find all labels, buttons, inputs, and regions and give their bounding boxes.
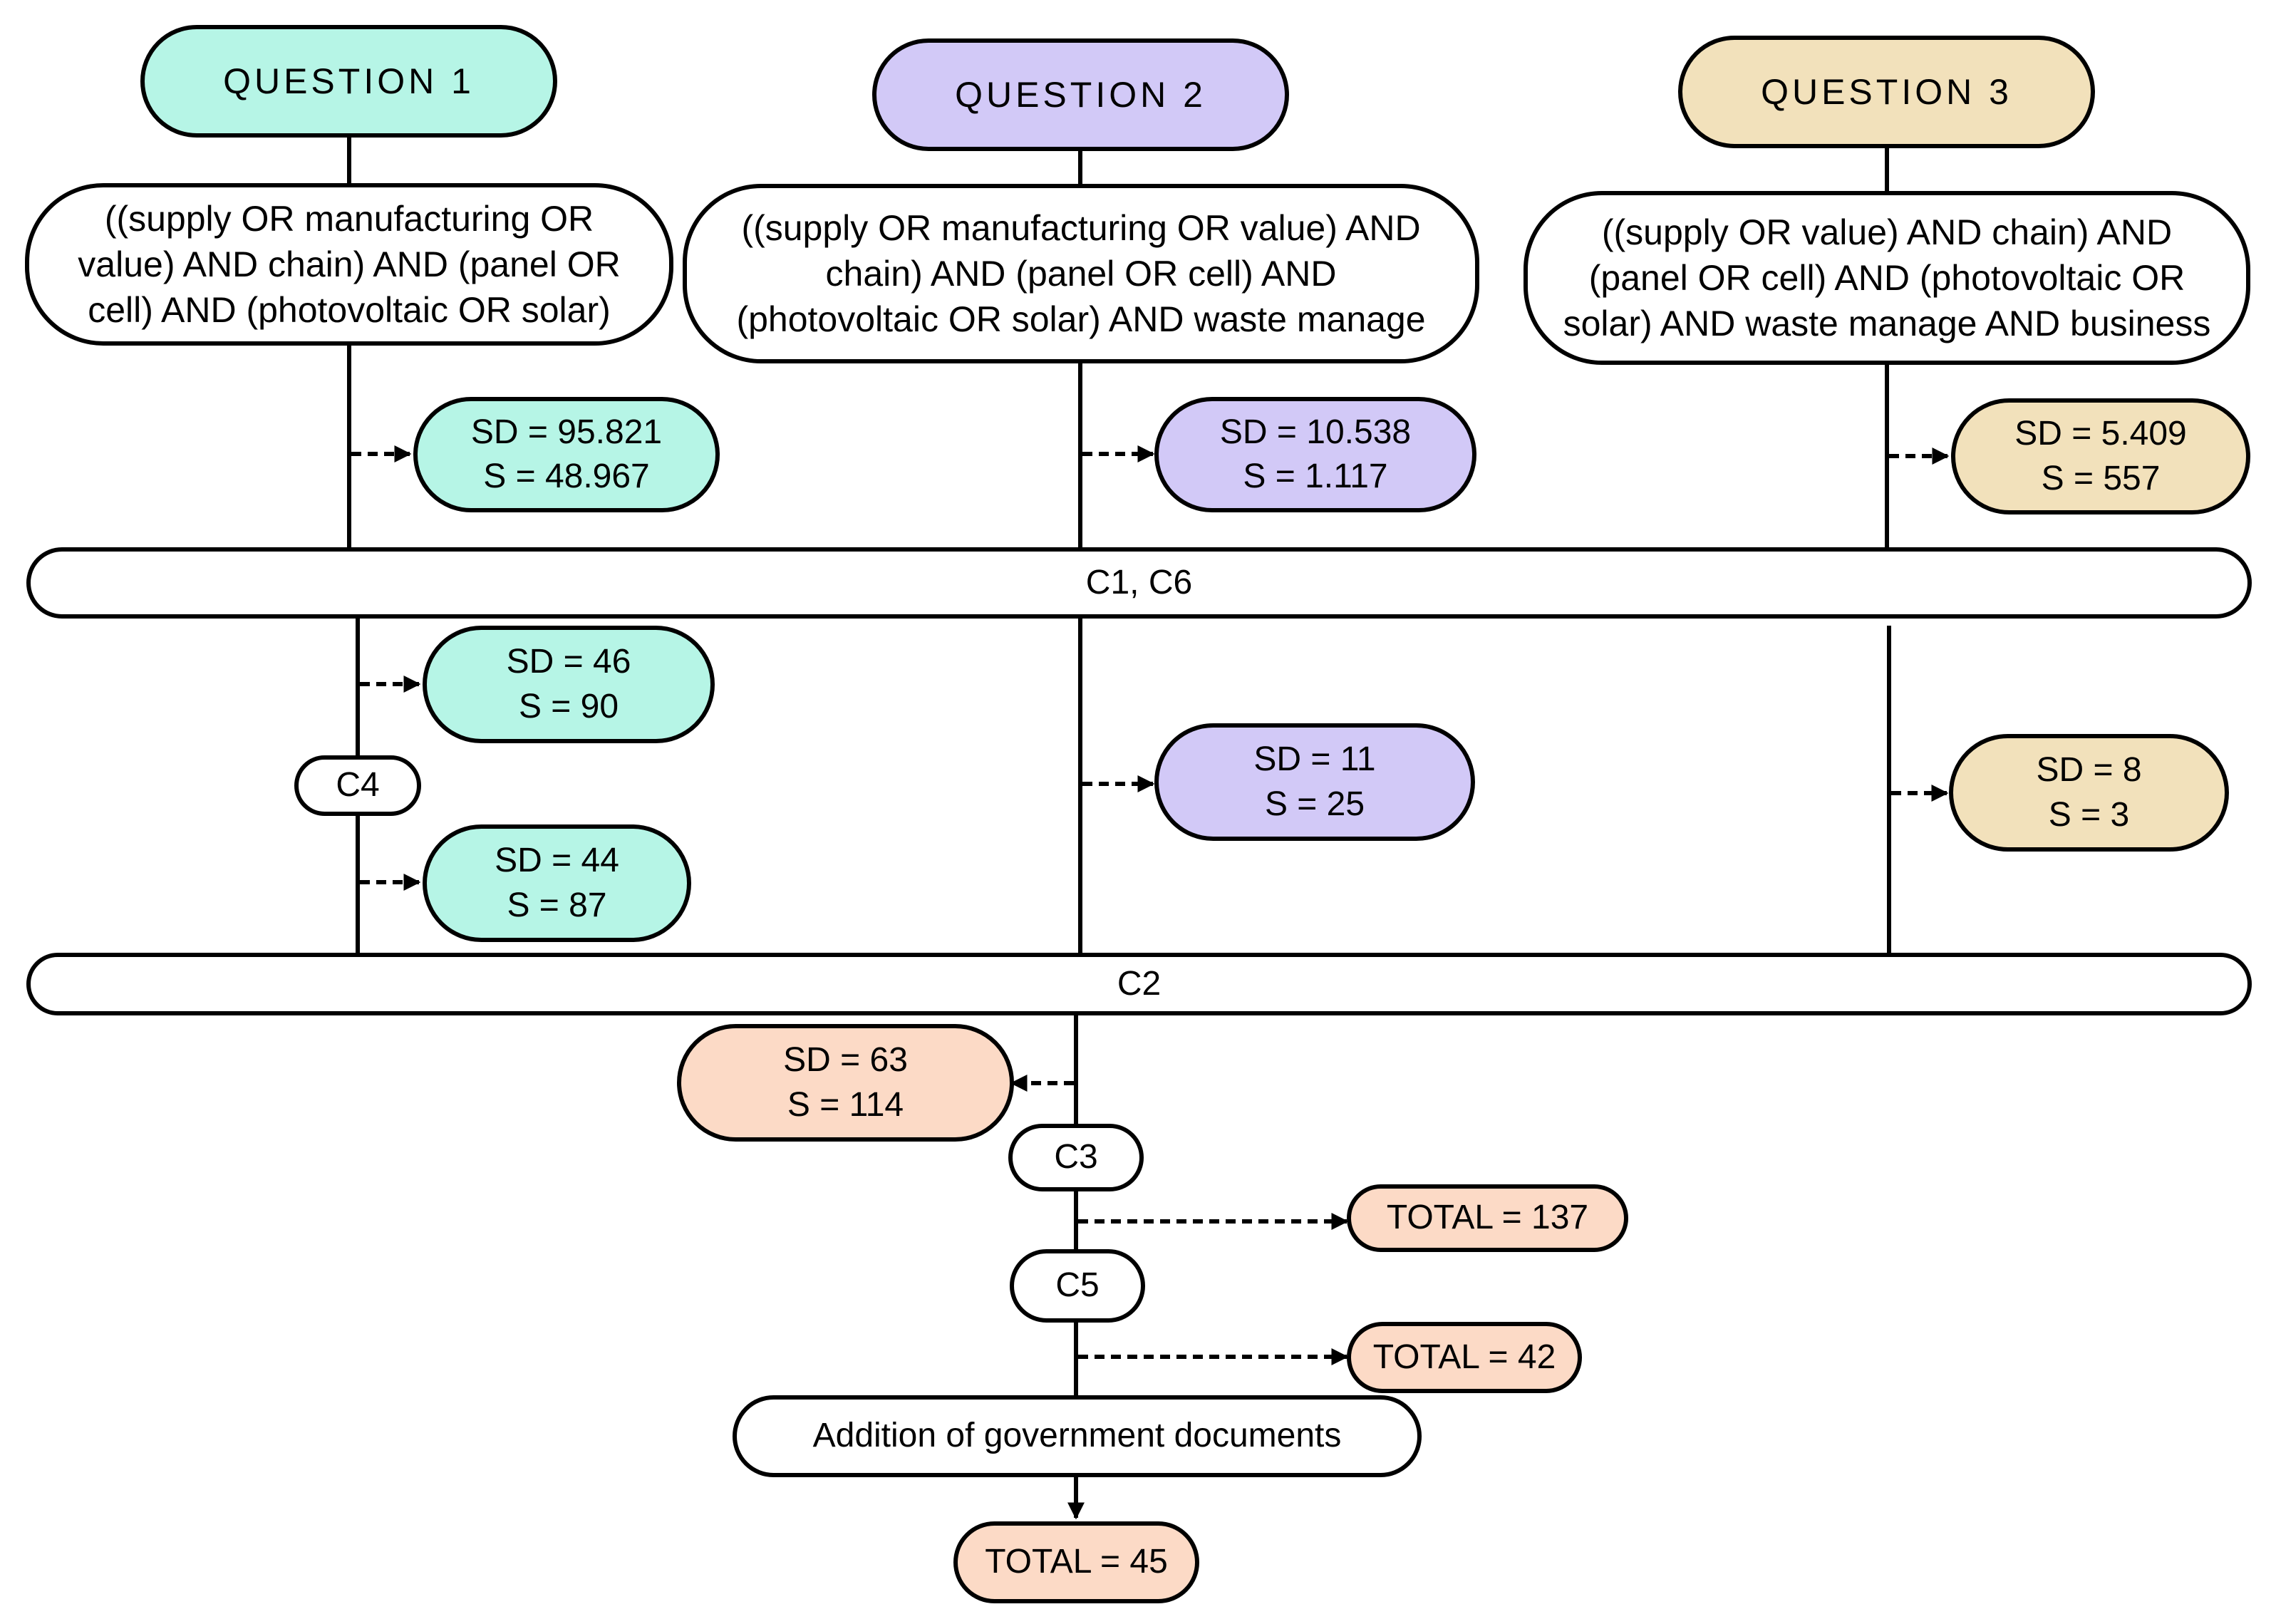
sd-value: SD = 11 bbox=[1253, 740, 1376, 779]
sd-value: SD = 5.409 bbox=[2014, 415, 2187, 453]
criteria-c4: C4 bbox=[294, 755, 421, 816]
query-line: ((supply OR manufacturing OR bbox=[104, 199, 594, 239]
sd-value: SD = 8 bbox=[2036, 751, 2142, 790]
s-value: S = 557 bbox=[2041, 459, 2161, 497]
question-2-header: QUESTION 2 bbox=[872, 38, 1289, 151]
s-value: S = 90 bbox=[518, 687, 619, 725]
question-3-query: ((supply OR value) AND chain) AND (panel… bbox=[1524, 191, 2250, 365]
criteria-c4-label: C4 bbox=[336, 766, 380, 805]
question-1-result-after-c4: SD = 44 S = 87 bbox=[423, 824, 691, 942]
question-3-header: QUESTION 3 bbox=[1678, 36, 2095, 148]
query-line: value) AND chain) AND (panel OR bbox=[78, 244, 621, 284]
s-value: S = 1.117 bbox=[1243, 457, 1388, 495]
query-line: cell) AND (photovoltaic OR solar) bbox=[88, 290, 611, 330]
question-1-query: ((supply OR manufacturing OR value) AND … bbox=[25, 183, 673, 346]
query-line: ((supply OR value) AND chain) AND bbox=[1601, 212, 2173, 252]
s-value: S = 48.967 bbox=[483, 457, 650, 495]
total-after-c3: TOTAL = 137 bbox=[1347, 1184, 1628, 1252]
query-line: chain) AND (panel OR cell) AND bbox=[825, 254, 1337, 294]
question-2-query: ((supply OR manufacturing OR value) AND … bbox=[683, 184, 1479, 363]
final-total: TOTAL = 45 bbox=[953, 1521, 1199, 1603]
criteria-c5: C5 bbox=[1010, 1249, 1145, 1323]
criteria-c3: C3 bbox=[1008, 1124, 1144, 1191]
addition-step: Addition of government documents bbox=[733, 1395, 1422, 1477]
criteria-c2-bar: C2 bbox=[26, 953, 2252, 1015]
question-1-result-before-c4: SD = 46 S = 90 bbox=[423, 626, 715, 743]
question-1-title: QUESTION 1 bbox=[223, 61, 475, 101]
question-2-title: QUESTION 2 bbox=[955, 74, 1206, 115]
question-2-result-after-c1-c6: SD = 11 S = 25 bbox=[1154, 723, 1475, 841]
criteria-c2-label: C2 bbox=[1117, 964, 1162, 1003]
total-value: TOTAL = 137 bbox=[1386, 1199, 1589, 1237]
sd-value: SD = 46 bbox=[506, 643, 631, 681]
criteria-c5-label: C5 bbox=[1055, 1266, 1100, 1305]
merged-result-after-c2: SD = 63 S = 114 bbox=[677, 1024, 1014, 1142]
s-value: S = 25 bbox=[1264, 785, 1365, 823]
query-line: solar) AND waste manage AND business bbox=[1563, 304, 2211, 343]
query-line: ((supply OR manufacturing OR value) AND bbox=[741, 208, 1421, 248]
s-value: S = 3 bbox=[2048, 795, 2130, 834]
question-3-title: QUESTION 3 bbox=[1761, 71, 2012, 112]
criteria-c3-label: C3 bbox=[1054, 1138, 1098, 1176]
question-2-initial-result: SD = 10.538 S = 1.117 bbox=[1154, 397, 1476, 512]
s-value: S = 114 bbox=[787, 1085, 904, 1124]
sd-value: SD = 63 bbox=[783, 1041, 908, 1080]
question-1-header: QUESTION 1 bbox=[140, 25, 557, 138]
query-line: (photovoltaic OR solar) AND waste manage bbox=[736, 299, 1426, 339]
question-3-initial-result: SD = 5.409 S = 557 bbox=[1951, 398, 2250, 514]
question-1-initial-result: SD = 95.821 S = 48.967 bbox=[413, 397, 720, 512]
sd-value: SD = 44 bbox=[495, 842, 619, 880]
total-after-c5: TOTAL = 42 bbox=[1347, 1322, 1582, 1393]
s-value: S = 87 bbox=[507, 886, 607, 924]
criteria-c1-c6-label: C1, C6 bbox=[1085, 563, 1193, 601]
sd-value: SD = 95.821 bbox=[470, 413, 663, 451]
query-line: (panel OR cell) AND (photovoltaic OR bbox=[1588, 258, 2185, 298]
total-value: TOTAL = 42 bbox=[1372, 1338, 1556, 1376]
sd-value: SD = 10.538 bbox=[1219, 413, 1412, 451]
question-3-result-after-c1-c6: SD = 8 S = 3 bbox=[1949, 734, 2229, 852]
criteria-c1-c6-bar: C1, C6 bbox=[26, 547, 2252, 619]
final-total-value: TOTAL = 45 bbox=[985, 1543, 1168, 1581]
addition-step-label: Addition of government documents bbox=[812, 1417, 1342, 1455]
